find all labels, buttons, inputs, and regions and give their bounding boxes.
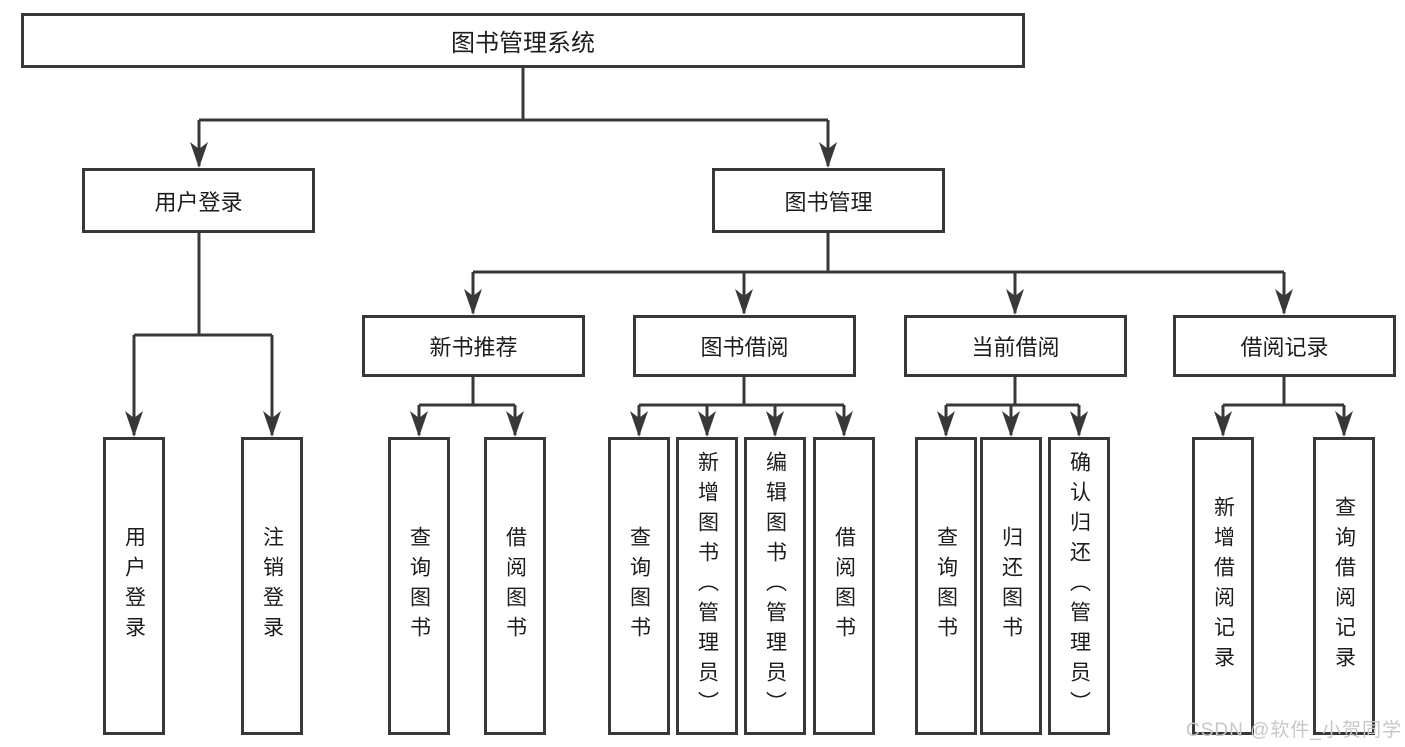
leaf-label: 新增图书（管理员） (695, 451, 719, 721)
leaf-return-book: 归还图书 (980, 437, 1042, 735)
node-label: 新书推荐 (429, 335, 518, 360)
leaf-label: 借阅图书 (832, 526, 856, 646)
node-label: 用户登录 (154, 189, 243, 215)
leaf-add-borrow-record: 新增借阅记录 (1192, 437, 1254, 735)
csdn-watermark: CSDN @软件_小贺同学 (1186, 720, 1402, 741)
arrowheads (125, 142, 1353, 437)
leaf-user-login: 用户登录 (103, 437, 165, 735)
leaf-label: 借阅图书 (503, 526, 527, 646)
node-label: 图书管理系统 (451, 30, 595, 57)
node-library-management-system: 图书管理系统 (21, 13, 1025, 68)
leaf-query-books-recommendation: 查询图书 (388, 437, 450, 735)
node-label: 当前借阅 (971, 335, 1060, 360)
leaf-label: 新增借阅记录 (1211, 496, 1235, 676)
leaf-label: 用户登录 (122, 526, 146, 646)
leaf-borrow-books-borrowing: 借阅图书 (813, 437, 875, 735)
leaf-label: 注销登录 (260, 526, 284, 646)
node-current-borrowing: 当前借阅 (904, 315, 1127, 377)
node-book-borrowing: 图书借阅 (633, 315, 856, 377)
leaf-label: 确认归还（管理员） (1067, 451, 1091, 721)
leaf-label: 查询图书 (407, 526, 431, 646)
leaf-label: 归还图书 (999, 526, 1023, 646)
node-label: 图书借阅 (700, 335, 789, 360)
leaf-query-books-current: 查询图书 (915, 437, 977, 735)
leaf-add-book-admin: 新增图书（管理员） (676, 437, 738, 735)
leaf-borrow-books-recommendation: 借阅图书 (484, 437, 546, 735)
leaf-label: 查询图书 (627, 526, 651, 646)
leaf-logout: 注销登录 (241, 437, 303, 735)
leaf-label: 编辑图书（管理员） (763, 451, 787, 721)
node-borrowing-records: 借阅记录 (1173, 315, 1396, 377)
node-label: 借阅记录 (1240, 335, 1329, 360)
node-book-management: 图书管理 (712, 168, 945, 233)
leaf-label: 查询借阅记录 (1332, 496, 1356, 676)
leaf-label: 查询图书 (934, 526, 958, 646)
leaf-edit-book-admin: 编辑图书（管理员） (744, 437, 806, 735)
leaf-query-books-borrowing: 查询图书 (608, 437, 670, 735)
node-label: 图书管理 (784, 189, 873, 215)
leaf-query-borrow-record: 查询借阅记录 (1313, 437, 1375, 735)
node-new-book-recommendation: 新书推荐 (362, 315, 585, 377)
leaf-confirm-return-admin: 确认归还（管理员） (1048, 437, 1110, 735)
node-user-login: 用户登录 (82, 168, 315, 233)
